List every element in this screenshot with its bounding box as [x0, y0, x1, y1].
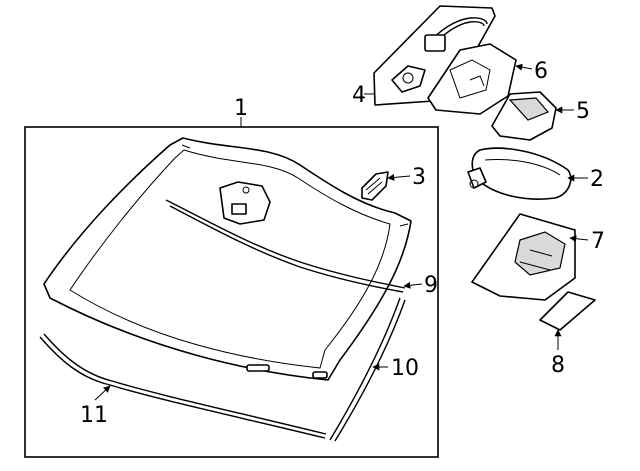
callout-11: 11 [80, 403, 108, 428]
callout-11-leader [94, 385, 111, 401]
lower-molding [39, 333, 327, 439]
windshield-group-box [24, 126, 439, 458]
callout-9-leader [403, 281, 423, 289]
cover-plate-8 [539, 291, 596, 331]
callout-6-leader [515, 63, 533, 71]
mirror-cover-6 [427, 43, 517, 115]
callout-5: 5 [576, 99, 590, 124]
windshield-glass [43, 137, 412, 381]
callout-3: 3 [412, 165, 426, 190]
callout-8: 8 [551, 353, 565, 378]
callout-6: 6 [534, 59, 548, 84]
callout-7-leader [569, 235, 589, 243]
bracket-3 [361, 171, 389, 201]
callout-9: 9 [424, 273, 438, 298]
callout-7: 7 [591, 229, 605, 254]
rear-view-mirror [467, 147, 572, 200]
upper-molding-strip [165, 199, 406, 293]
callout-4: 4 [352, 83, 366, 108]
mirror-wiring-group [373, 5, 496, 106]
callout-10: 10 [391, 356, 419, 381]
callout-3-leader [387, 173, 411, 181]
callout-1: 1 [234, 96, 248, 121]
callout-2: 2 [590, 167, 604, 192]
cover-7 [471, 213, 576, 301]
housing-5 [491, 91, 557, 141]
